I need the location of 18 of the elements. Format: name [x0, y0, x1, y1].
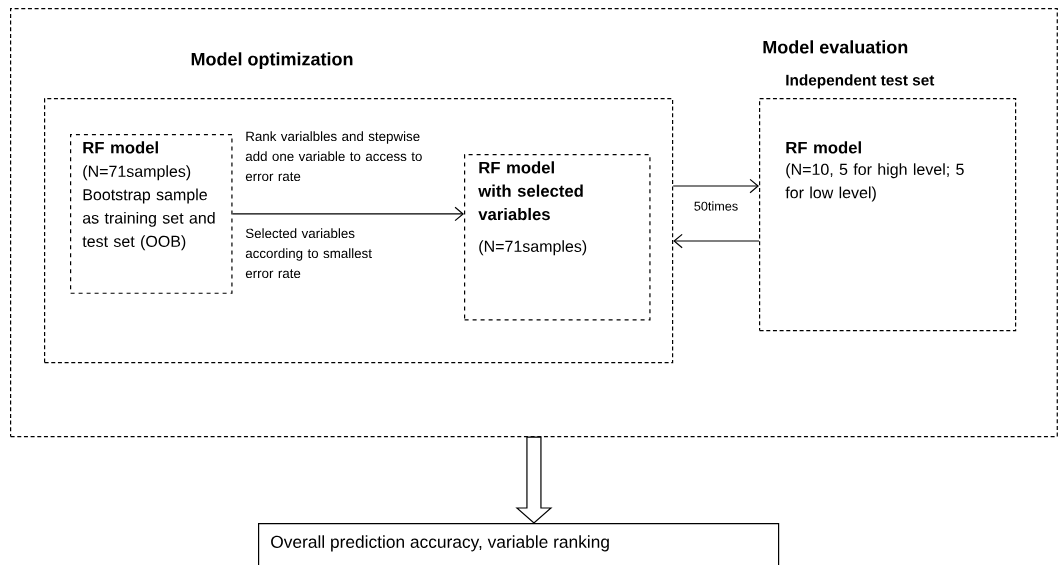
arrow [672, 178, 759, 194]
box-title: RF model with selected variables [478, 161, 583, 221]
section-heading: Model optimization [191, 52, 353, 70]
edge-label: Rank varialbles and stepwise add one variable to access to error rate [245, 131, 422, 182]
block-arrow [515, 436, 553, 524]
annotation-text: Selected variables according to smallest error rate [245, 228, 372, 279]
arrow [231, 206, 464, 222]
annotation-text: 50times [694, 201, 738, 211]
result-text: Overall prediction accuracy, variable ranking [271, 535, 609, 552]
section-heading: Model evaluation [763, 40, 908, 54]
section-frame [10, 8, 1058, 438]
arrow [673, 233, 760, 249]
box-description: (N=10, 5 for high level; 5 for low level) [785, 163, 964, 202]
section-subheading: Independent test set [786, 74, 935, 89]
box-title: RF model [83, 141, 158, 154]
box-description: (N=71samples) [479, 240, 587, 256]
box-description: (N=71samples) Bootstrap sample as training set and test set (OOB) [82, 165, 215, 251]
box-title: RF model [786, 141, 861, 154]
